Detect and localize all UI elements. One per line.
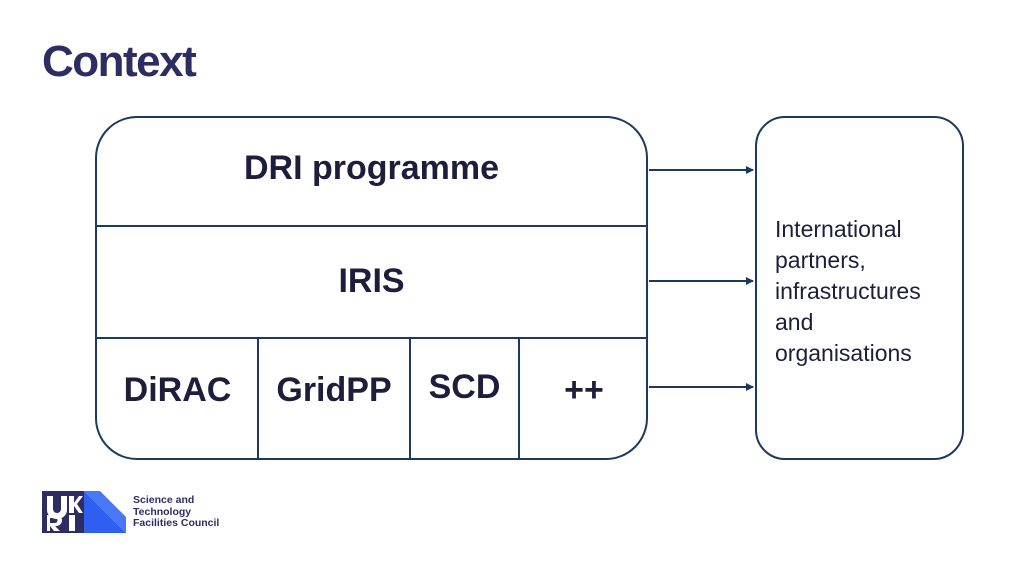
stfc-logo-text: Science and Technology Facilities Counci… — [133, 494, 220, 530]
dri-programme-box: DRI programme IRIS DiRAC GridPP SCD ++ — [95, 116, 648, 460]
slide-title: Context — [42, 37, 197, 86]
row-iris: IRIS — [338, 261, 405, 300]
logo-text-line: Technology — [133, 505, 192, 518]
international-partners-text: International partners, infrastructures … — [775, 216, 921, 366]
cell-divider — [518, 337, 520, 458]
row-dri-programme: DRI programme — [243, 149, 500, 187]
logo-text-line: Facilities Council — [133, 517, 220, 529]
cell-plusplus: ++ — [564, 371, 604, 409]
cell-dirac: DiRAC — [123, 371, 232, 409]
cell-divider — [257, 337, 259, 458]
ukri-logo-icon — [42, 491, 126, 533]
cell-divider — [409, 337, 411, 458]
cell-scd: SCD — [428, 368, 501, 406]
divider-line — [97, 337, 646, 339]
facility-cells: DiRAC GridPP SCD ++ — [97, 337, 646, 458]
cell-gridpp: GridPP — [276, 371, 392, 409]
divider-line — [97, 225, 646, 227]
logo-text-line: Science and — [133, 494, 195, 506]
international-partners-box: International partners, infrastructures … — [755, 116, 964, 460]
